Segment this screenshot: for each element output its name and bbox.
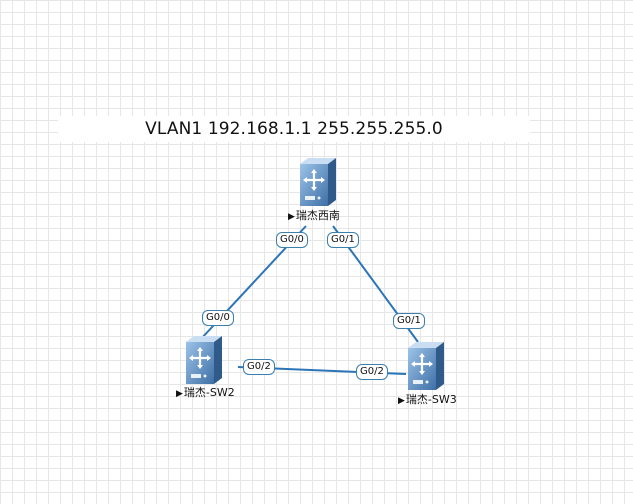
port-label-top-g00[interactable]: G0/0 xyxy=(276,232,308,248)
device-label-top: ▶瑞杰西南 xyxy=(288,209,340,222)
port-label-sw2-g00[interactable]: G0/0 xyxy=(202,310,234,326)
port-label-sw3-g01[interactable]: G0/1 xyxy=(393,313,425,329)
pointer-icon: ▶ xyxy=(176,389,183,399)
title-banner: VLAN1 192.168.1.1 255.255.255.0 xyxy=(58,116,530,142)
vlan-title: VLAN1 192.168.1.1 255.255.255.0 xyxy=(145,119,443,139)
pointer-icon: ▶ xyxy=(288,212,295,222)
switch-icon xyxy=(408,342,444,390)
port-label-sw2-g02[interactable]: G0/2 xyxy=(243,359,275,375)
device-label-left: ▶瑞杰-SW2 xyxy=(176,386,235,399)
device-sw3[interactable]: ▶瑞杰-SW3 xyxy=(370,342,490,408)
device-ruijie-xinan[interactable]: ▶瑞杰西南 xyxy=(262,158,382,224)
switch-icon xyxy=(186,336,222,384)
switch-icon xyxy=(300,158,336,206)
device-sw2[interactable]: ▶瑞杰-SW2 xyxy=(148,336,268,402)
port-label-top-g01[interactable]: G0/1 xyxy=(327,232,359,248)
pointer-icon: ▶ xyxy=(398,396,405,406)
port-label-sw3-g02[interactable]: G0/2 xyxy=(356,364,388,380)
device-label-right: ▶瑞杰-SW3 xyxy=(398,393,457,406)
